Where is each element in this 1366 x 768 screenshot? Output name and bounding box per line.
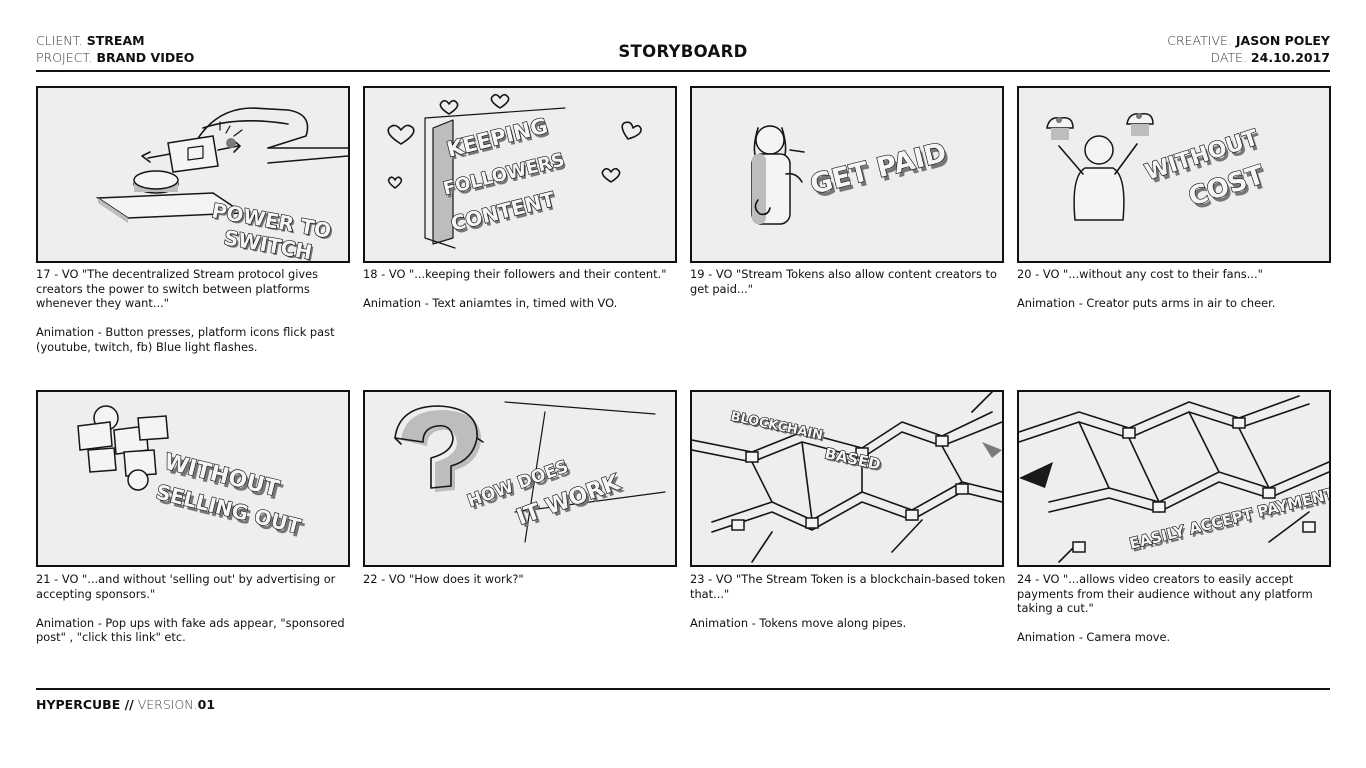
- animation-note-17: Animation - Button presses, platform ico…: [36, 325, 335, 354]
- project-value: BRAND VIDEO: [96, 50, 195, 65]
- sketch-keeping-followers: KEEPING KEEPING FOLLOWERS FOLLOWERS CONT…: [387, 93, 642, 249]
- animation-note-21: Animation - Pop ups with fake ads appear…: [36, 615, 345, 645]
- storyboard-frame-17: POWER TO POWER TO SWITCH SWITCH: [36, 86, 350, 263]
- storyboard-frame-22: HOW DOES HOW DOES IT WORK IT WORK: [363, 390, 677, 567]
- client-project-block: CLIENT. STREAM PROJECT. BRAND VIDEO: [36, 32, 194, 66]
- animation-note-24: Animation - Camera move.: [1017, 630, 1171, 644]
- client-label: CLIENT.: [36, 33, 83, 48]
- storyboard-frame-18: KEEPING KEEPING FOLLOWERS FOLLOWERS CONT…: [363, 86, 677, 263]
- vo-17: 17 - VO "The decentralized Stream protoc…: [36, 267, 319, 310]
- page-footer: HYPERCUBE // VERSION.01: [36, 697, 215, 712]
- page-header: CLIENT. STREAM PROJECT. BRAND VIDEO STOR…: [36, 32, 1330, 70]
- creative-date-block: CREATIVE. JASON POLEY DATE. 24.10.2017: [1167, 32, 1330, 66]
- vo-19: 19 - VO "Stream Tokens also allow conten…: [690, 267, 997, 296]
- footer-rule: [36, 688, 1330, 690]
- sketch-how-does-it-work: HOW DOES HOW DOES IT WORK IT WORK: [394, 401, 666, 543]
- caption-17: 17 - VO "The decentralized Stream protoc…: [36, 267, 354, 354]
- caption-19: 19 - VO "Stream Tokens also allow conten…: [690, 267, 1008, 296]
- sketch-text-get-paid: GET PAID: [807, 137, 949, 201]
- animation-note-23: Animation - Tokens move along pipes.: [690, 615, 907, 630]
- animation-note-18: Animation - Text aniamtes in, timed with…: [363, 296, 618, 310]
- date-value: 24.10.2017: [1250, 50, 1330, 65]
- footer-brand: HYPERCUBE //: [36, 697, 134, 712]
- sketch-text-keeping: KEEPING: [444, 114, 550, 162]
- vo-20: 20 - VO "...without any cost to their fa…: [1017, 267, 1263, 281]
- version-value: 01: [197, 697, 216, 712]
- creative-label: CREATIVE.: [1167, 33, 1232, 48]
- creative-value: JASON POLEY: [1235, 33, 1330, 48]
- sketch-without-selling-out: WITHOUT WITHOUT SELLING OUT SELLING OUT: [77, 405, 307, 543]
- vo-24: 24 - VO "...allows video creators to eas…: [1017, 572, 1313, 615]
- vo-22: 22 - VO "How does it work?": [363, 572, 524, 586]
- client-value: STREAM: [86, 33, 145, 48]
- version-label: VERSION.: [137, 697, 198, 712]
- vo-18: 18 - VO "...keeping their followers and …: [363, 267, 667, 281]
- storyboard-frame-24: EASILY ACCEPT PAYMENTS EASILY ACCEPT PAY…: [1017, 390, 1331, 567]
- storyboard-frame-20: WITHOUT WITHOUT COST COST: [1017, 86, 1331, 263]
- project-label: PROJECT.: [36, 50, 93, 65]
- sketch-get-paid: GET PAID GET PAID: [751, 125, 953, 225]
- caption-21: 21 - VO "...and without 'selling out' by…: [36, 572, 354, 645]
- vo-21: 21 - VO "...and without 'selling out' by…: [36, 572, 336, 601]
- sketch-blockchain-pipes: BLOCKCHAIN BLOCKCHAIN BASED BASED: [692, 392, 1002, 563]
- sketch-power-switch: POWER TO POWER TO SWITCH SWITCH: [95, 107, 348, 261]
- storyboard-frame-21: WITHOUT WITHOUT SELLING OUT SELLING OUT: [36, 390, 350, 567]
- storyboard-frame-19: GET PAID GET PAID: [690, 86, 1004, 263]
- vo-23: 23 - VO "The Stream Token is a blockchai…: [690, 572, 1006, 601]
- sketch-without-cost: WITHOUT WITHOUT COST COST: [1046, 112, 1271, 221]
- date-label: DATE.: [1210, 50, 1247, 65]
- caption-22: 22 - VO "How does it work?": [363, 572, 681, 587]
- header-rule: [36, 70, 1330, 72]
- sketch-text-easily-accept: EASILY ACCEPT PAYMENTS: [1128, 482, 1329, 553]
- sketch-text-blockchain: BLOCKCHAIN: [729, 409, 824, 443]
- caption-18: 18 - VO "...keeping their followers and …: [363, 267, 681, 311]
- sketch-easily-accept-payments: EASILY ACCEPT PAYMENTS EASILY ACCEPT PAY…: [1019, 395, 1329, 563]
- animation-note-20: Animation - Creator puts arms in air to …: [1017, 296, 1276, 310]
- caption-20: 20 - VO "...without any cost to their fa…: [1017, 267, 1335, 311]
- storyboard-frame-23: BLOCKCHAIN BLOCKCHAIN BASED BASED: [690, 390, 1004, 567]
- page-title: STORYBOARD: [618, 42, 748, 61]
- caption-24: 24 - VO "...allows video creators to eas…: [1017, 572, 1335, 645]
- caption-23: 23 - VO "The Stream Token is a blockchai…: [690, 572, 1008, 630]
